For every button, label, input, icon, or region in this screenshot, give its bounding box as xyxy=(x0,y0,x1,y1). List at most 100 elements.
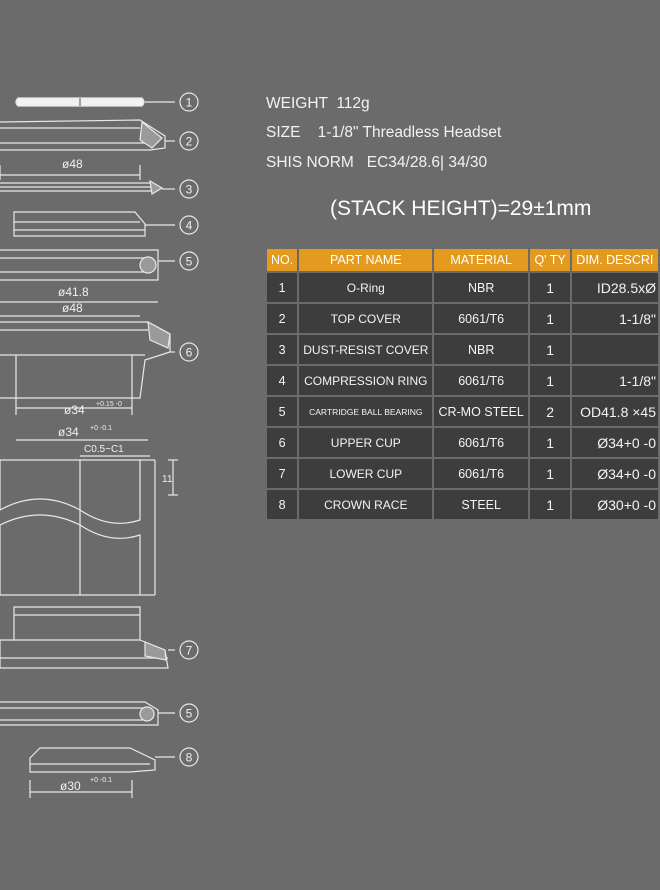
callout-number: 2 xyxy=(186,135,193,149)
head-tube-section: ø34 +0 -0.1 C0.5~C1 11 xyxy=(0,425,178,596)
callout-circle xyxy=(179,251,199,271)
cell-material: CR-MO STEEL xyxy=(434,397,528,426)
cell-qty: 2 xyxy=(529,397,571,426)
cell-part-name: COMPRESSION RING xyxy=(299,366,433,395)
cell-material: 6061/T6 xyxy=(434,366,528,395)
cell-material: 6061/T6 xyxy=(434,459,528,488)
part-7-lower-cup xyxy=(0,606,169,669)
header-dim: DIM. DESCRI xyxy=(572,249,658,271)
cell-qty: 1 xyxy=(529,490,571,519)
cell-part-name: CROWN RACE xyxy=(299,490,433,519)
dim-34-lower: ø34 xyxy=(58,425,79,439)
cell-no: 8 xyxy=(267,490,298,519)
cell-qty: 1 xyxy=(529,335,571,364)
cell-qty: 1 xyxy=(529,459,571,488)
cell-no: 2 xyxy=(267,304,298,333)
header-material: MATERIAL xyxy=(434,249,528,271)
cell-part-name: LOWER CUP xyxy=(299,459,433,488)
cell-no: 7 xyxy=(267,459,298,488)
parts-table-header: NO. PART NAME MATERIAL Q' TY DIM. DESCRI xyxy=(267,249,658,271)
cell-material: NBR xyxy=(434,273,528,302)
callout-number: 5 xyxy=(186,255,193,269)
cell-part-name: O-Ring xyxy=(299,273,433,302)
callout-circle xyxy=(179,92,199,112)
header-no: NO. xyxy=(267,249,298,271)
cell-dim: 1-1/8" xyxy=(572,304,658,333)
callout-circle xyxy=(179,640,199,660)
dim-48-mid: ø48 xyxy=(62,301,83,315)
dim-34-lower-tol: +0 -0.1 xyxy=(90,425,112,432)
cell-part-name: TOP COVER xyxy=(299,304,433,333)
callout-number: 1 xyxy=(186,96,193,110)
cell-no: 6 xyxy=(267,428,298,457)
stack-height: (STACK HEIGHT)=29±1mm xyxy=(330,197,592,220)
cell-no: 1 xyxy=(267,273,298,302)
callout-number: 7 xyxy=(186,644,193,658)
cell-no: 4 xyxy=(267,366,298,395)
spec-weight: WEIGHT 112g xyxy=(266,95,370,112)
cell-part-name: CARTRIDGE BALL BEARING xyxy=(299,397,433,426)
part-5-bearing-upper: ø41.8 ø48 xyxy=(0,249,159,317)
header-qty: Q' TY xyxy=(529,249,571,271)
callout-circle xyxy=(179,179,199,199)
spec-size: SIZE 1-1/8" Threadless Headset xyxy=(266,124,502,141)
part-6-upper-cup: ø34 +0.15 -0 xyxy=(0,320,171,417)
callout-circle xyxy=(179,342,199,362)
callout-number: 4 xyxy=(186,219,193,233)
callout-circle xyxy=(179,215,199,235)
cell-qty: 1 xyxy=(529,428,571,457)
cell-qty: 1 xyxy=(529,366,571,395)
cell-material: 6061/T6 xyxy=(434,304,528,333)
parts-table: NO. PART NAME MATERIAL Q' TY DIM. DESCRI… xyxy=(265,247,660,521)
cell-part-name: DUST-RESIST COVER xyxy=(299,335,433,364)
callout-number: 5 xyxy=(186,707,193,721)
cell-material: STEEL xyxy=(434,490,528,519)
cell-qty: 1 xyxy=(529,304,571,333)
part-1-o-ring xyxy=(15,97,145,107)
cell-part-name: UPPER CUP xyxy=(299,428,433,457)
cell-no: 3 xyxy=(267,335,298,364)
callout-number: 6 xyxy=(186,346,193,360)
part-4-compression-ring xyxy=(13,211,146,237)
part-3-dust-resist-cover xyxy=(0,179,164,195)
callout-circle xyxy=(179,131,199,151)
part-5-bearing-lower xyxy=(0,701,159,726)
cell-dim: 1-1/8" xyxy=(572,366,658,395)
dim-30-tol: +0 -0.1 xyxy=(90,777,112,784)
part-8-crown-race: ø30 +0 -0.1 xyxy=(29,747,156,798)
cell-material: 6061/T6 xyxy=(434,428,528,457)
dim-11: 11 xyxy=(162,474,173,485)
part-2-top-cover: ø48 xyxy=(0,119,166,180)
dim-48-top: ø48 xyxy=(62,157,83,171)
callout-circle xyxy=(179,747,199,767)
dim-34-upper: ø34 xyxy=(64,403,85,417)
cell-dim: Ø34+0 -0 xyxy=(572,428,658,457)
cell-dim: Ø30+0 -0 xyxy=(572,490,658,519)
cell-dim: OD41.8 ×45 xyxy=(572,397,658,426)
cell-dim: ID28.5xØ xyxy=(572,273,658,302)
cell-material: NBR xyxy=(434,335,528,364)
callout-number: 3 xyxy=(186,183,193,197)
cell-dim: Ø34+0 -0 xyxy=(572,459,658,488)
dim-41-8: ø41.8 xyxy=(58,285,89,299)
dim-30: ø30 xyxy=(60,779,81,793)
dim-chamfer: C0.5~C1 xyxy=(84,444,124,455)
dim-34-upper-tol: +0.15 -0 xyxy=(96,401,122,408)
callout-circle xyxy=(179,703,199,723)
callout-number: 8 xyxy=(186,751,193,765)
cell-qty: 1 xyxy=(529,273,571,302)
spec-shis-norm: SHIS NORM EC34/28.6| 34/30 xyxy=(266,154,488,171)
cell-no: 5 xyxy=(267,397,298,426)
cell-dim xyxy=(572,335,658,364)
header-part-name: PART NAME xyxy=(299,249,433,271)
